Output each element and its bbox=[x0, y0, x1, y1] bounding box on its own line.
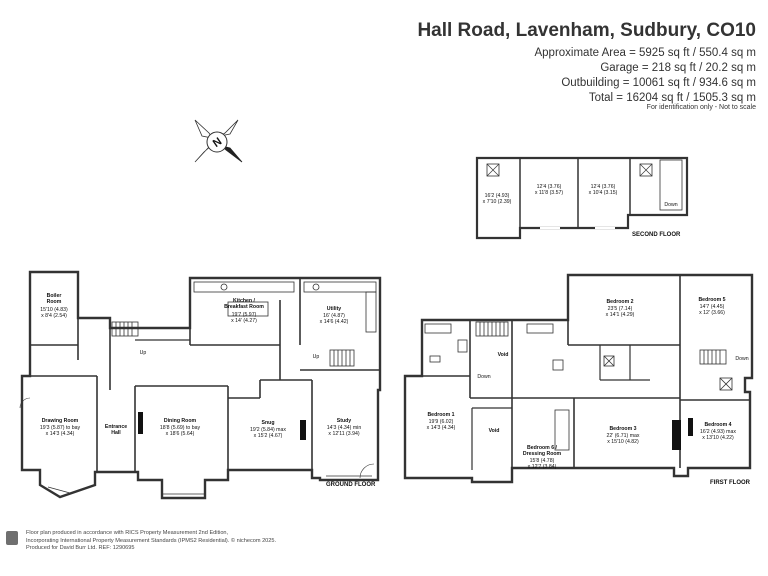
first-floor-plan bbox=[403, 273, 754, 484]
utility-name: Utility bbox=[327, 306, 342, 312]
second-floor-label: SECOND FLOOR bbox=[632, 232, 681, 238]
bedroom-2-name: Bedroom 2 bbox=[606, 299, 633, 305]
study-name: Study bbox=[337, 418, 352, 424]
bedroom-2-dim2: x 14'1 (4.29) bbox=[606, 312, 635, 318]
entrance-hall-name1: Entrance bbox=[105, 424, 127, 430]
bedroom-6-name1: Bedroom 6 / bbox=[527, 445, 558, 451]
area-line-garage: Garage = 218 sq ft / 20.2 sq m bbox=[600, 62, 756, 74]
identification-note: For identification only - Not to scale bbox=[646, 104, 756, 111]
study-dim2: x 12'11 (3.94) bbox=[328, 431, 359, 437]
void-upper-label: Void bbox=[498, 352, 509, 358]
drawing-room-dim2: x 14'3 (4.34) bbox=[46, 431, 75, 437]
bedroom-6-dim1: 15'8 (4.78) bbox=[530, 458, 555, 464]
sf-stairs-down: Down bbox=[664, 202, 677, 208]
boiler-room-dim2: x 8'4 (2.54) bbox=[41, 313, 67, 319]
compass-icon: N bbox=[194, 119, 243, 163]
sf-room1-dim1: 16'2 (4.93) bbox=[485, 193, 510, 199]
snug-dim1: 19'2 (5.84) max bbox=[250, 427, 286, 433]
entrance-hall-name2: Hall bbox=[111, 430, 121, 436]
ground-floor-plan bbox=[19, 270, 382, 500]
bedroom-6-dim2: x 12'7 (3.84) bbox=[528, 464, 557, 470]
sf-room3-dim1: 12'4 (3.76) bbox=[591, 184, 616, 190]
kitchen-name1: Kitchen / bbox=[233, 298, 255, 304]
area-line-outbuilding: Outbuilding = 10061 sq ft / 934.6 sq m bbox=[561, 77, 756, 89]
ground-floor-label: GROUND FLOOR bbox=[326, 482, 376, 488]
snug-name: Snug bbox=[262, 420, 275, 426]
sf-room2-dim1: 12'4 (3.76) bbox=[537, 184, 562, 190]
sf-room1-dim2: x 7'10 (2.39) bbox=[483, 199, 512, 205]
ground-stairs-up-2: Up bbox=[313, 354, 320, 360]
area-line-approx: Approximate Area = 5925 sq ft / 550.4 sq… bbox=[534, 47, 756, 59]
bedroom-5-dim1: 14'7 (4.45) bbox=[700, 304, 725, 310]
footer-line-2: Incorporating International Property Mea… bbox=[26, 537, 277, 544]
footer-line-3: Produced for David Burr Ltd. REF: 129069… bbox=[26, 545, 135, 551]
dining-room-dim2: x 18'6 (5.64) bbox=[166, 431, 195, 437]
void-lower-label: Void bbox=[489, 428, 500, 434]
bedroom-3-name: Bedroom 3 bbox=[609, 426, 636, 432]
study-dim1: 14'3 (4.34) min bbox=[327, 425, 362, 431]
dining-room-name: Dining Room bbox=[164, 418, 197, 424]
bedroom-5-dim2: x 12' (3.66) bbox=[699, 310, 725, 316]
first-stairs-down-2: Down bbox=[735, 356, 748, 362]
bedroom-3-dim2: x 15'10 (4.82) bbox=[607, 439, 639, 445]
footer-line-1: Floor plan produced in accordance with R… bbox=[26, 530, 229, 536]
bedroom-2-dim1: 23'5 (7.14) bbox=[608, 306, 633, 312]
nichecom-logo-icon bbox=[6, 531, 18, 545]
kitchen-name2: Breakfast Room bbox=[224, 304, 264, 310]
dining-room-dim1: 18'8 (5.69) to bay bbox=[160, 425, 201, 431]
ground-stairs-up-1: Up bbox=[140, 350, 147, 356]
sf-room2-dim2: x 11'8 (3.57) bbox=[535, 190, 564, 196]
boiler-room-name2: Room bbox=[47, 299, 62, 305]
bedroom-4-dim2: x 13'10 (4.22) bbox=[702, 435, 734, 441]
bedroom-6-name2: Dressing Room bbox=[523, 451, 562, 457]
bedroom-5-name: Bedroom 5 bbox=[698, 297, 725, 303]
drawing-room-name: Drawing Room bbox=[42, 418, 79, 424]
kitchen-dim2: x 14' (4.27) bbox=[231, 318, 257, 324]
bedroom-1-name: Bedroom 1 bbox=[427, 412, 454, 418]
first-stairs-down-1: Down bbox=[477, 374, 490, 380]
boiler-room-dim1: 15'10 (4.83) bbox=[40, 307, 68, 313]
second-floor-plan bbox=[475, 156, 689, 240]
footer-notes: Floor plan produced in accordance with R… bbox=[26, 530, 276, 553]
property-title: Hall Road, Lavenham, Sudbury, CO10 bbox=[417, 20, 756, 41]
bedroom-3-dim1: 22' (6.71) max bbox=[607, 433, 640, 439]
bedroom-1-dim2: x 14'3 (4.34) bbox=[427, 425, 456, 431]
utility-dim1: 16' (4.87) bbox=[323, 313, 345, 319]
first-floor-label: FIRST FLOOR bbox=[710, 480, 751, 486]
boiler-room-name1: Boiler bbox=[47, 293, 62, 299]
area-line-total: Total = 16204 sq ft / 1505.3 sq m bbox=[588, 92, 756, 104]
kitchen-dim1: 19'7 (5.97) bbox=[232, 312, 257, 318]
sf-room3-dim2: x 10'4 (3.15) bbox=[589, 190, 618, 196]
bedroom-1-dim1: 19'9 (6.02) bbox=[429, 419, 454, 425]
snug-dim2: x 15'2 (4.67) bbox=[254, 433, 283, 439]
bedroom-4-name: Bedroom 4 bbox=[704, 422, 731, 428]
area-summary: Approximate Area = 5925 sq ft / 550.4 sq… bbox=[534, 46, 756, 106]
utility-dim2: x 14'6 (4.42) bbox=[320, 319, 349, 325]
bedroom-4-dim1: 16'2 (4.93) max bbox=[700, 429, 736, 435]
drawing-room-dim1: 19'3 (5.87) to bay bbox=[40, 425, 81, 431]
